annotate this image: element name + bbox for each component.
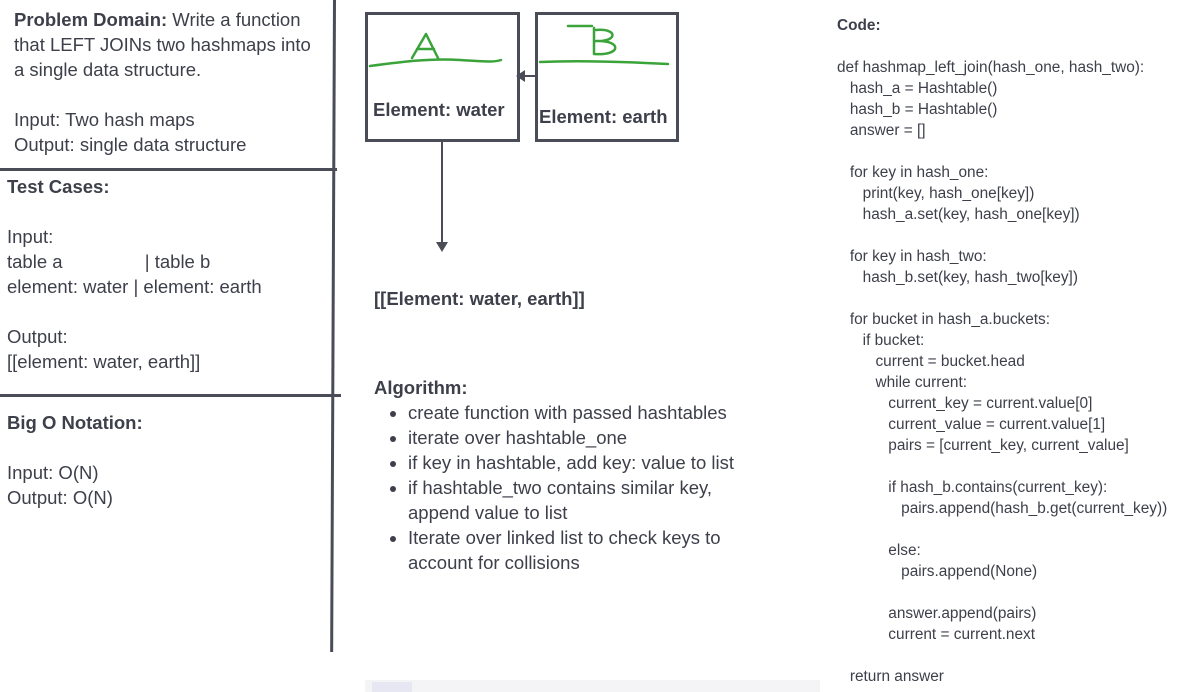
divider-test-cases: [0, 394, 341, 397]
code-line: print(key, hash_one[key]): [837, 185, 1035, 202]
code-line: answer = []: [837, 122, 926, 139]
code-line: [837, 645, 1167, 666]
code-line: [837, 141, 1167, 162]
code-line: [837, 225, 1167, 246]
code-line: pairs.append(None): [837, 563, 1038, 580]
diagram-overlay: [368, 24, 670, 252]
code-line: for key in hash_two:: [837, 248, 987, 265]
problem-domain-heading: Problem Domain:: [14, 9, 168, 30]
box-b-letter: [566, 24, 617, 56]
code-line: hash_b.set(key, hash_two[key]): [837, 269, 1078, 286]
code-heading: Code:: [837, 17, 881, 34]
box-b-underline: [538, 59, 670, 66]
test-output-label: Output:: [7, 326, 68, 347]
result-arrow-head: [436, 242, 448, 252]
divider-problem: [0, 168, 337, 171]
box-a-label: Element: water: [373, 99, 505, 120]
box-b-label: Element: earth: [539, 106, 668, 127]
big-o-output: Output: O(N): [7, 487, 113, 508]
code-line: pairs = [current_key, current_value]: [837, 437, 1129, 454]
code-line: current_key = current.value[0]: [837, 395, 1093, 412]
algorithm-item: if hashtable_two contains similar key, a…: [408, 475, 734, 525]
problem-domain-text-2: that LEFT JOINs two hashmaps into: [14, 34, 311, 55]
algorithm-item: create function with passed hashtables: [408, 400, 734, 425]
algorithm-item: Iterate over linked list to check keys t…: [408, 525, 734, 575]
code-line: def hashmap_left_join(hash_one, hash_two…: [837, 59, 1145, 76]
code-line: current = current.next: [837, 626, 1036, 643]
big-o-input: Input: O(N): [7, 462, 99, 483]
code-line: for bucket in hash_a.buckets:: [837, 311, 1051, 328]
code-line: answer.append(pairs): [837, 605, 1037, 622]
problem-input: Input: Two hash maps: [14, 109, 195, 130]
box-a: Element: water: [365, 12, 520, 142]
test-output-value: [[element: water, earth]]: [7, 351, 201, 372]
box-b: Element: earth: [535, 12, 679, 142]
code-line: hash_b = Hashtable(): [837, 101, 998, 118]
problem-domain-text: Write a function: [167, 9, 301, 30]
code-block: Code: def hashmap_left_join(hash_one, ha…: [837, 15, 1167, 687]
test-cases-heading: Test Cases:: [7, 176, 110, 197]
code-line: [837, 36, 1167, 57]
code-line: [837, 288, 1167, 309]
bottom-partial-chip: [372, 682, 412, 692]
code-line: [837, 582, 1167, 603]
algorithm-item: if key in hashtable, add key: value to l…: [408, 450, 734, 475]
join-arrow-head: [516, 70, 525, 82]
problem-domain-text-3: a single data structure.: [14, 59, 202, 80]
box-a-letter: [410, 32, 440, 60]
code-line: current_value = current.value[1]: [837, 416, 1106, 433]
column-divider: [330, 0, 336, 653]
test-input-label: Input:: [7, 226, 54, 247]
box-a-underline: [368, 58, 503, 68]
code-line: hash_a = Hashtable(): [837, 80, 998, 97]
big-o-heading: Big O Notation:: [7, 412, 143, 433]
code-line: hash_a.set(key, hash_one[key]): [837, 206, 1080, 223]
algorithm-list: create function with passed hashtables i…: [388, 400, 734, 575]
code-line: while current:: [837, 374, 968, 391]
code-line: if bucket:: [837, 332, 925, 349]
code-line: else:: [837, 542, 921, 559]
problem-output: Output: single data structure: [14, 134, 247, 155]
code-line: [837, 456, 1167, 477]
test-table-row: element: water | element: earth: [7, 276, 262, 297]
problem-domain: Problem Domain: Write a function: [14, 7, 301, 32]
code-line: pairs.append(hash_b.get(current_key)): [837, 500, 1168, 517]
algorithm-heading: Algorithm:: [374, 377, 468, 398]
result-text: [[Element: water, earth]]: [374, 288, 585, 309]
code-line: current = bucket.head: [837, 353, 1025, 370]
bottom-partial-card: [365, 680, 820, 692]
code-line: if hash_b.contains(current_key):: [837, 479, 1108, 496]
code-line: [837, 519, 1167, 540]
algorithm-item: iterate over hashtable_one: [408, 425, 734, 450]
code-line: for key in hash_one:: [837, 164, 989, 181]
test-table-header: table a | table b: [7, 251, 211, 272]
code-line: return answer: [837, 668, 944, 685]
